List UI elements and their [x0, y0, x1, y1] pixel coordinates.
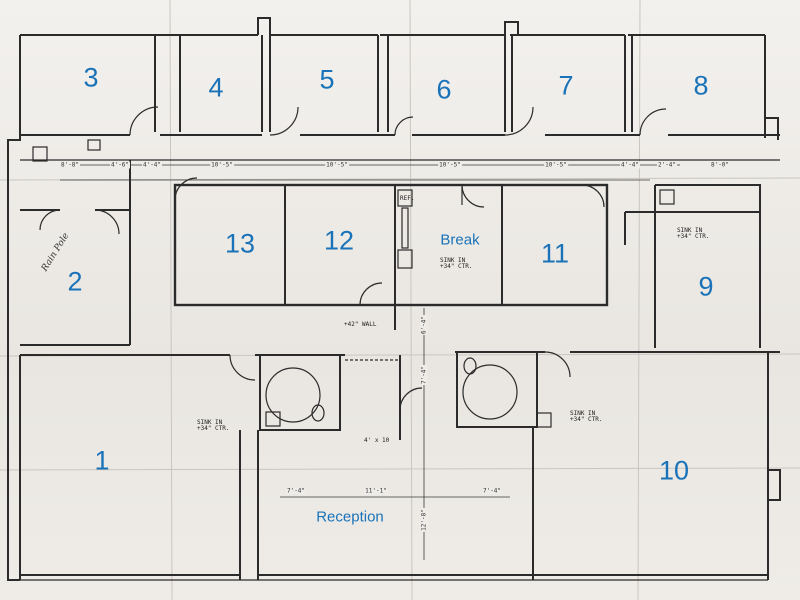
walls	[7, 17, 781, 581]
room-9-label: 9	[698, 271, 714, 302]
room-4-label: 4	[208, 72, 224, 103]
dimension-label: 2'-4"	[656, 161, 678, 169]
dimension-label: 7'-4"	[420, 364, 428, 386]
room-10-label: 10	[658, 455, 690, 486]
room-1-label: 1	[94, 445, 110, 476]
dimension-label: 10'-5"	[325, 161, 349, 169]
dimension-label: 4'-4"	[619, 161, 641, 169]
right-restroom-sink-note: SINK IN +34" CTR.	[570, 410, 603, 424]
dimension-label: 4'-6"	[109, 161, 131, 169]
room-11-label: 11	[540, 238, 570, 269]
dimension-label: 8'-8"	[59, 161, 81, 169]
dimension-label: 11'-1"	[364, 487, 388, 495]
opening-size-note: 4' x 10	[364, 437, 390, 444]
room-8-label: 8	[693, 70, 709, 101]
refrigerator-note: REF.	[400, 195, 415, 202]
reception-label: Reception	[316, 508, 384, 526]
room-7-label: 7	[558, 70, 574, 101]
room-6-label: 6	[436, 74, 452, 105]
wall-height-note: +42" WALL	[344, 321, 377, 328]
dimension-label: 6'-4"	[420, 314, 428, 336]
dimension-label: 4'-4"	[141, 161, 163, 169]
dimension-label: 7'-4"	[285, 487, 307, 495]
break-sink-note: SINK IN +34" CTR.	[440, 257, 473, 271]
room-13-label: 13	[224, 228, 256, 259]
dimension-label: 12'-8"	[420, 508, 428, 532]
left-restroom-sink-note: SINK IN +34" CTR.	[197, 419, 230, 433]
dimension-label: 8'-0"	[709, 161, 731, 169]
dimension-label: 10'-5"	[544, 161, 568, 169]
dimension-label: 7'-4"	[481, 487, 503, 495]
room-9-sink-note: SINK IN +34" CTR.	[677, 227, 710, 241]
room-5-label: 5	[319, 64, 335, 95]
fixtures	[32, 139, 675, 428]
dimension-label: 10'-5"	[210, 161, 234, 169]
room-2-label: 2	[67, 266, 83, 297]
dimension-lines	[60, 164, 680, 560]
room-12-label: 12	[323, 225, 355, 256]
door-swings	[39, 106, 667, 411]
dimension-label: 10'-5"	[438, 161, 462, 169]
break-room-label: Break	[440, 231, 480, 249]
room-3-label: 3	[83, 62, 99, 93]
